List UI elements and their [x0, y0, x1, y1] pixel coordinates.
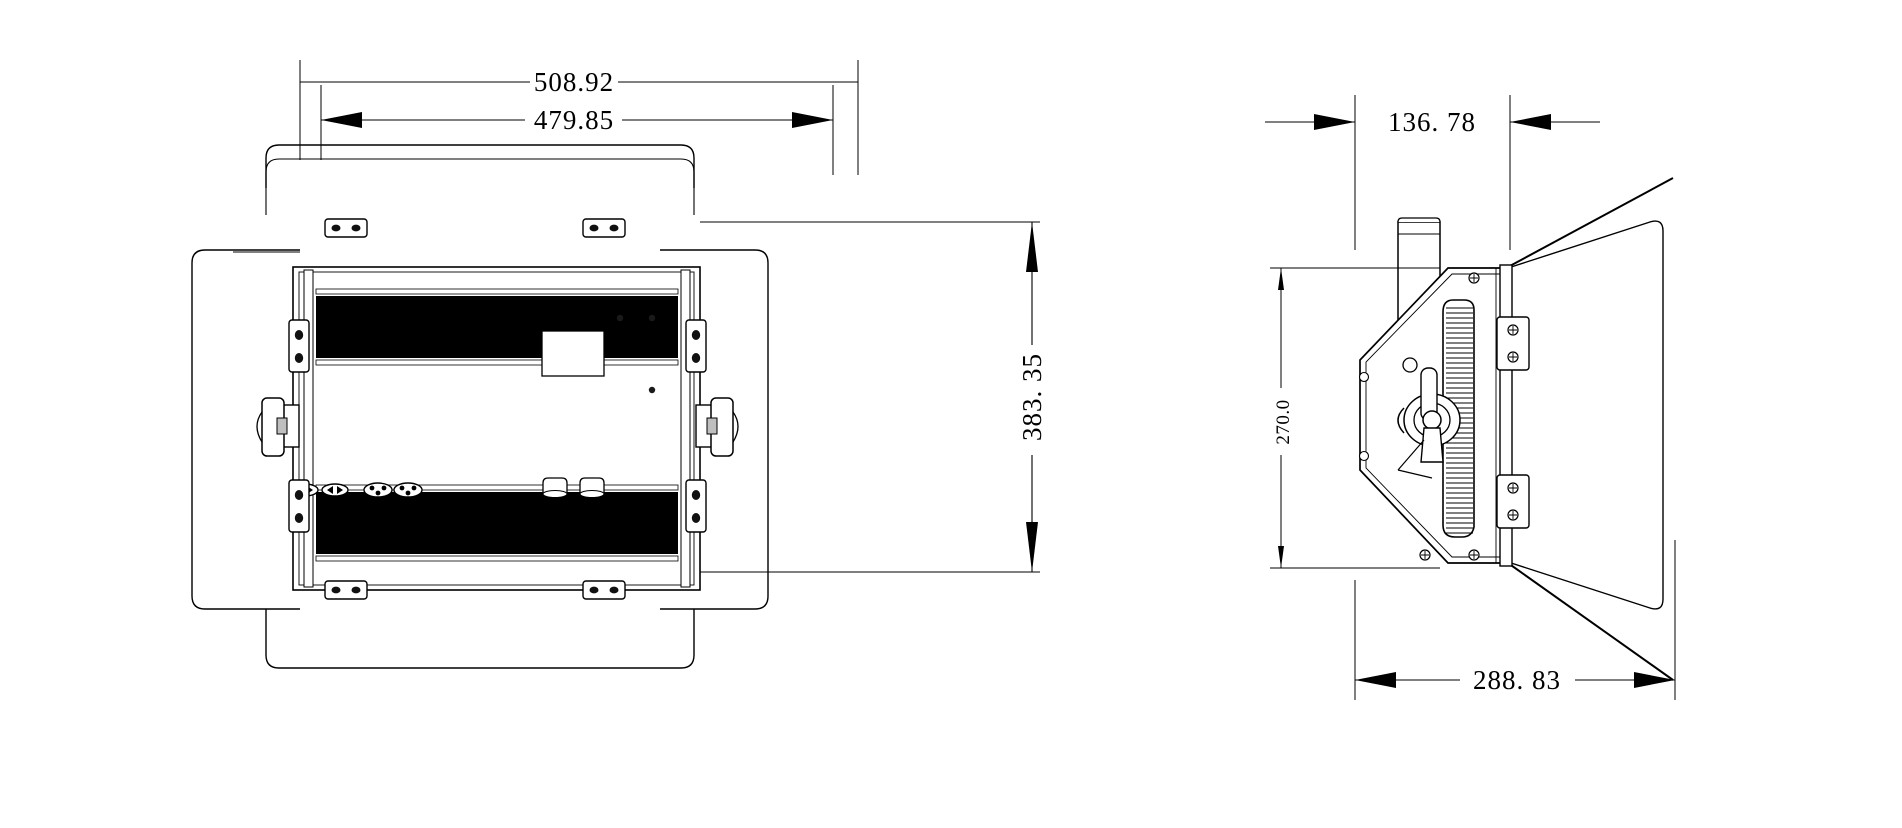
hinge-bracket-lower [1496, 474, 1530, 529]
control-knob-1 [542, 477, 568, 495]
led-panel-upper [315, 288, 679, 366]
led-upper-bottom-trim [315, 359, 679, 366]
barndoor-upper-face [1507, 220, 1664, 390]
led-upper-emitter [316, 296, 678, 358]
side-view [1358, 177, 1674, 681]
led-panel-lower [315, 484, 679, 562]
barndoor-lower-face [1507, 440, 1664, 610]
barndoor-top-inner-edge [265, 158, 695, 215]
dim-479-arrow-right [792, 112, 833, 128]
dim-front-overall-height-text: 383. 35 [1017, 353, 1047, 441]
dim-288-arrow-right [1634, 672, 1675, 688]
tilt-knob-shadow-line [1397, 439, 1425, 471]
display-window[interactable] [541, 330, 605, 377]
housing-corner-screws [1358, 272, 1480, 561]
barndoor-lower-thin-edge [1507, 562, 1674, 681]
face-screw-top [648, 314, 656, 322]
tilt-knob-left-grip [256, 411, 263, 443]
tilt-knob-right-collar [706, 417, 718, 435]
body-right-rail [680, 269, 691, 588]
bracket-bottom-right [582, 580, 626, 600]
tilt-knob-tail [1420, 427, 1444, 463]
tilt-knob-hub [1422, 410, 1442, 430]
yoke-arm-cap [1397, 217, 1441, 223]
control-knob-2 [579, 477, 605, 495]
side-hinge-brackets [1496, 316, 1530, 529]
dim-270-arrow-top [1278, 268, 1284, 290]
rear-connectors [291, 482, 423, 498]
dim-136-arrow-left [1314, 114, 1355, 130]
side-view-dimensions: 136. 78 270.0 288. 83 [1265, 95, 1676, 700]
control-knob-2-base [579, 489, 605, 499]
dim-383-arrow-top [1026, 222, 1038, 272]
led-lower-bottom-trim [315, 555, 679, 562]
front-hinges [288, 319, 707, 533]
hinge-bracket-upper [1496, 316, 1530, 371]
face-screw-top-2 [616, 314, 624, 322]
tilt-knob-left-collar [276, 417, 288, 435]
tilt-knob-right-grip [732, 411, 739, 443]
dim-side-overall-depth-text: 288. 83 [1473, 665, 1561, 695]
connector-power-2 [393, 482, 423, 498]
control-knob-1-base [542, 489, 568, 499]
heatsink-fins [1446, 307, 1473, 534]
bracket-top-right [582, 218, 626, 238]
dim-front-overall-width-text: 508.92 [534, 67, 614, 97]
dim-270-arrow-bottom [1278, 546, 1284, 568]
hinge-right-lower [685, 479, 707, 533]
hinge-right [685, 319, 707, 373]
tilt-knob-left[interactable] [256, 397, 300, 457]
control-knobs[interactable] [542, 477, 605, 499]
dim-479-arrow-left [321, 112, 362, 128]
dim-front-body-width-text: 479.85 [534, 105, 614, 135]
body-left-rail [303, 269, 314, 588]
tilt-knob-shadow-line-2 [1397, 469, 1433, 479]
hinge-left-lower [288, 479, 310, 533]
connector-power-1 [363, 482, 393, 498]
bracket-top-left [324, 218, 368, 238]
led-upper-top-trim [315, 288, 679, 295]
dim-side-body-depth-text: 136. 78 [1388, 107, 1476, 137]
face-screw-bottom [648, 386, 656, 394]
dim-136-arrow-right [1510, 114, 1551, 130]
housing-vent-hole [1402, 357, 1418, 373]
dim-288-arrow-left [1355, 672, 1396, 688]
front-view [191, 144, 769, 669]
side-tilt-knob[interactable] [1397, 367, 1461, 479]
front-view-dimensions: 508.92 479.85 383. 35 [299, 60, 1047, 573]
hinge-left [288, 319, 310, 373]
dim-side-body-height-text: 270.0 [1273, 399, 1294, 444]
connector-xlr-2 [321, 483, 349, 497]
barndoor-top [265, 144, 695, 188]
mounting-brackets [324, 218, 626, 600]
bracket-bottom-left [324, 580, 368, 600]
dim-383-arrow-bottom [1026, 522, 1038, 572]
side-barndoors [1507, 177, 1674, 681]
tilt-knob-bracket-arc [1397, 407, 1405, 434]
led-lower-emitter [316, 492, 678, 554]
tilt-knob-right[interactable] [695, 397, 739, 457]
barndoor-upper-thin-edge [1507, 177, 1674, 268]
barndoor-left [191, 249, 300, 610]
